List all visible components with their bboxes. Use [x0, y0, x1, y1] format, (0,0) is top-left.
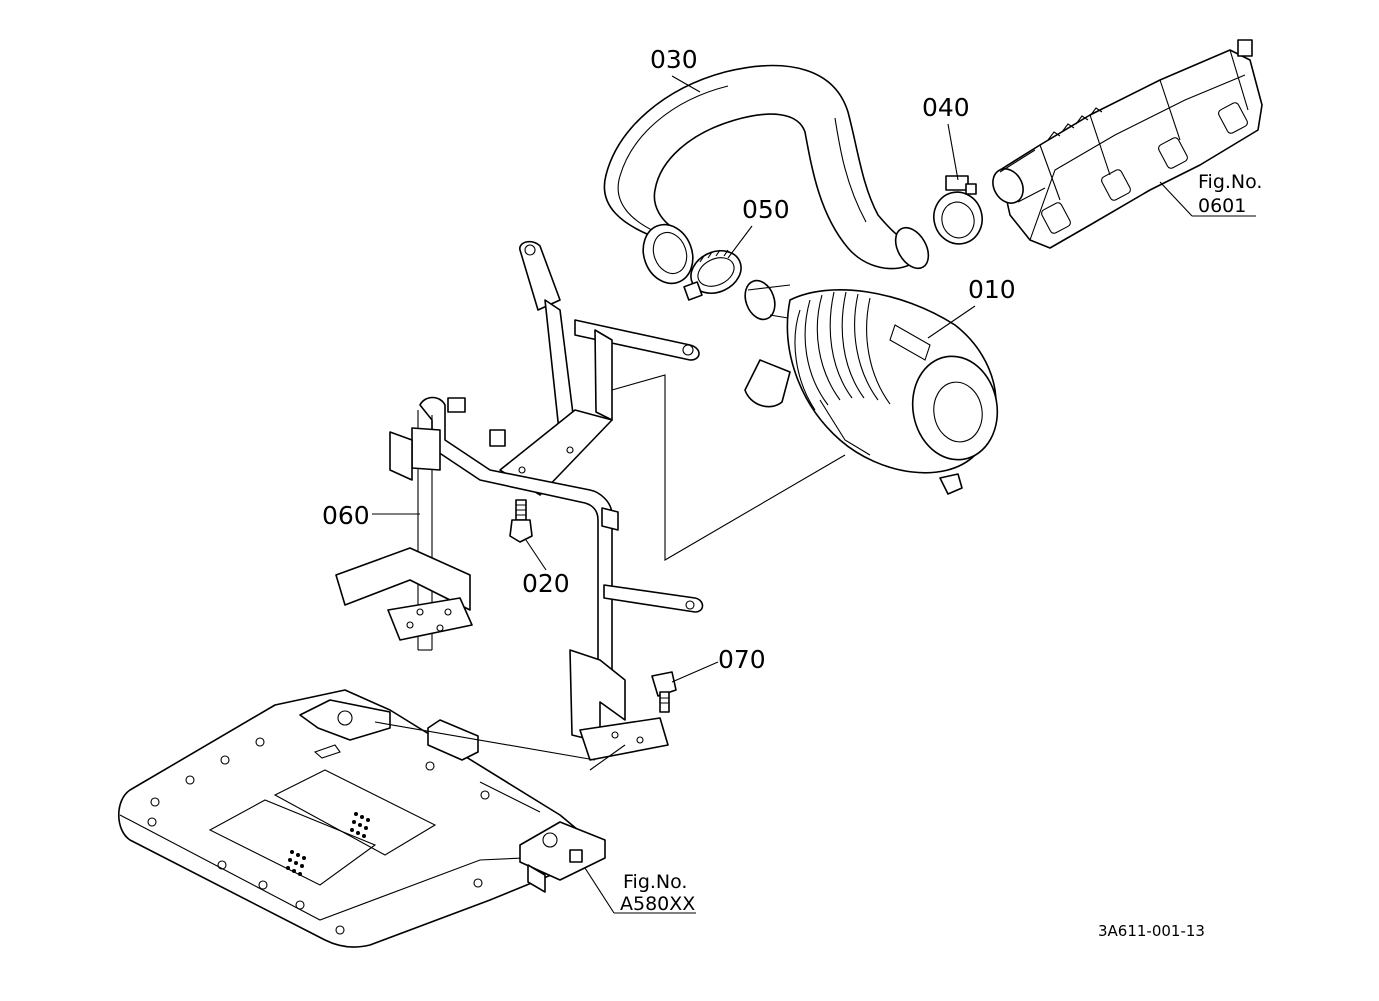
fig-ref-base-line2: A580XX	[620, 893, 695, 915]
bracket-assembly[interactable]	[335, 240, 846, 761]
fig-ref-base-line1: Fig.No.	[623, 871, 687, 893]
vent-holes-1	[286, 850, 306, 876]
fig-ref-base[interactable]: Fig.No. A580XX	[584, 867, 696, 915]
label-010: 010	[968, 275, 1016, 304]
manifold[interactable]	[987, 39, 1263, 249]
label-050: 050	[742, 195, 790, 224]
air-cleaner[interactable]	[740, 276, 1005, 495]
intake-hose[interactable]	[603, 64, 935, 291]
base-plate[interactable]	[118, 689, 626, 948]
fig-ref-manifold-line1: Fig.No.	[1198, 171, 1262, 193]
drawing-code: 3A611-001-13	[1098, 922, 1205, 940]
bolt-070[interactable]	[651, 671, 677, 713]
fig-ref-manifold[interactable]: Fig.No. 0601	[1159, 171, 1262, 217]
vent-holes-2	[350, 812, 370, 838]
label-030: 030	[650, 45, 698, 74]
hose-clamp-050[interactable]	[683, 243, 748, 301]
hose-clamp-040[interactable]	[928, 175, 988, 249]
bolt-020[interactable]	[509, 499, 533, 543]
label-070: 070	[718, 645, 766, 674]
label-020: 020	[522, 569, 570, 598]
fig-ref-manifold-line2: 0601	[1198, 195, 1246, 217]
label-040: 040	[922, 93, 970, 122]
label-060: 060	[322, 501, 370, 530]
